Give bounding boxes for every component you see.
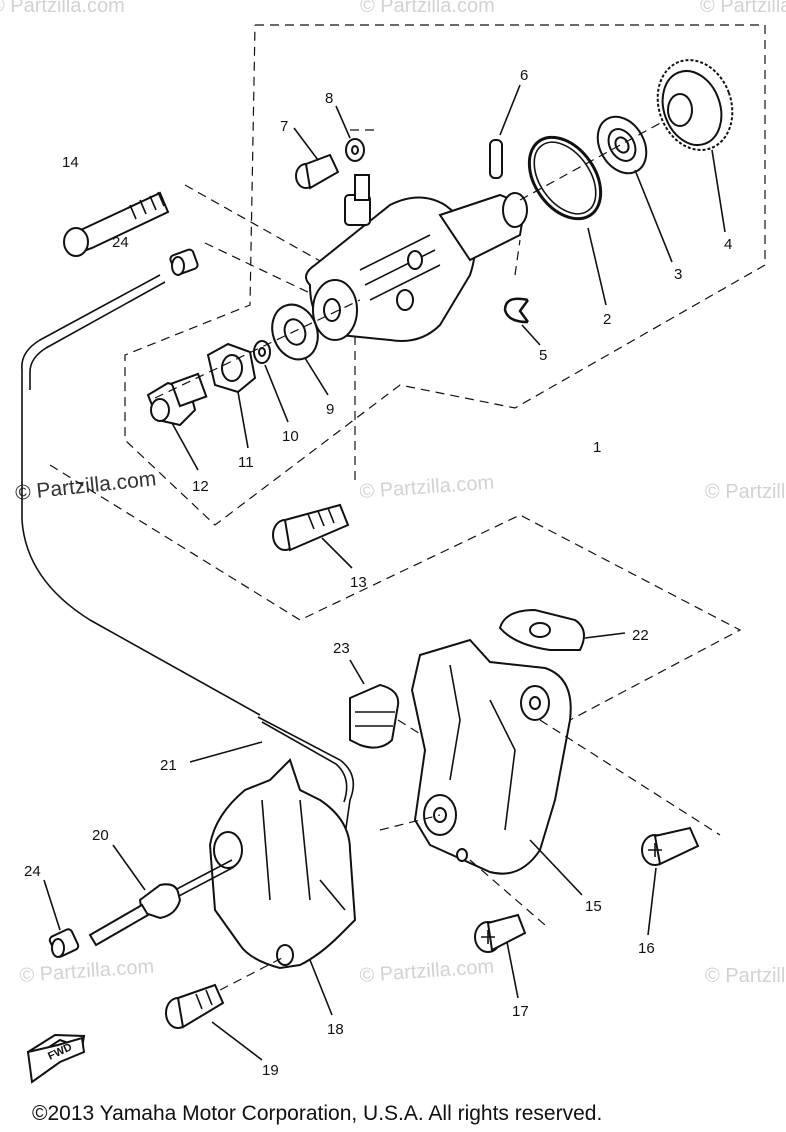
washer-10 xyxy=(253,340,289,423)
washer-9 xyxy=(271,303,329,396)
callout-13: 13 xyxy=(350,574,367,591)
bracket-15 xyxy=(379,638,721,926)
screw-16 xyxy=(641,826,700,936)
callout-18: 18 xyxy=(327,1021,344,1038)
bearing-3 xyxy=(519,114,676,263)
callout-8: 8 xyxy=(325,90,333,107)
callout-21: 21 xyxy=(160,757,177,774)
callout-19: 19 xyxy=(262,1062,279,1079)
callout-labels: 1 2 3 4 5 6 7 8 9 10 11 12 13 14 15 16 1… xyxy=(24,67,732,1079)
fwd-arrow-icon: FWD xyxy=(26,1033,86,1084)
bolt-13 xyxy=(272,503,353,569)
callout-12: 12 xyxy=(192,478,209,495)
callout-6: 6 xyxy=(520,67,528,84)
damper-23 xyxy=(349,659,431,749)
oil-hose xyxy=(21,274,261,716)
assembly-boundary xyxy=(49,24,766,721)
callout-1: 1 xyxy=(593,439,601,456)
callout-24-top: 24 xyxy=(112,234,129,251)
callout-10: 10 xyxy=(282,428,299,445)
callout-2: 2 xyxy=(603,311,611,328)
watermark: © Partzilla.com xyxy=(0,0,125,17)
callout-9: 9 xyxy=(326,401,334,418)
callout-15: 15 xyxy=(585,898,602,915)
callout-4: 4 xyxy=(724,236,732,253)
callout-23: 23 xyxy=(333,640,350,657)
callout-3: 3 xyxy=(674,266,682,283)
copyright-text: ©2013 Yamaha Motor Corporation, U.S.A. A… xyxy=(32,1102,602,1125)
cable-21 xyxy=(189,716,355,871)
watermark: © Partzilla.com xyxy=(705,481,786,503)
nut-11 xyxy=(206,342,257,449)
callout-22: 22 xyxy=(632,627,649,644)
watermark: © Partzilla.com xyxy=(359,956,495,987)
bolt-12 xyxy=(146,299,361,471)
o-ring-2 xyxy=(527,135,607,306)
oil-pump-body xyxy=(305,174,528,342)
bolt-19 xyxy=(165,957,283,1061)
watermark-strong: © Partzilla.com xyxy=(14,467,157,505)
gasket-22 xyxy=(498,608,626,651)
watermark: © Partzilla.com xyxy=(360,0,495,17)
gear-4 xyxy=(656,59,734,233)
callout-16: 16 xyxy=(638,940,655,957)
watermark: © Partzilla.com xyxy=(19,956,155,987)
callout-5: 5 xyxy=(539,347,547,364)
callout-20: 20 xyxy=(92,827,109,844)
callout-24-bottom: 24 xyxy=(24,863,41,880)
bolt-14 xyxy=(63,191,170,257)
callout-11: 11 xyxy=(238,454,254,471)
bolt-7 xyxy=(293,127,340,190)
callout-17: 17 xyxy=(512,1003,529,1020)
washer-8 xyxy=(335,105,365,162)
pin-6 xyxy=(489,84,521,179)
collar-24-top xyxy=(169,248,199,276)
circlip-5 xyxy=(503,239,541,346)
watermark: © Partzilla.com xyxy=(700,0,786,17)
callout-7: 7 xyxy=(280,118,288,135)
collar-24-bottom xyxy=(43,879,80,958)
watermark: © Partzilla.com xyxy=(359,472,495,503)
screw-17 xyxy=(474,913,527,999)
cover-18 xyxy=(208,758,357,1016)
cable-end-20 xyxy=(88,844,235,947)
callout-14: 14 xyxy=(62,154,79,171)
watermark: © Partzilla.com xyxy=(705,965,786,987)
